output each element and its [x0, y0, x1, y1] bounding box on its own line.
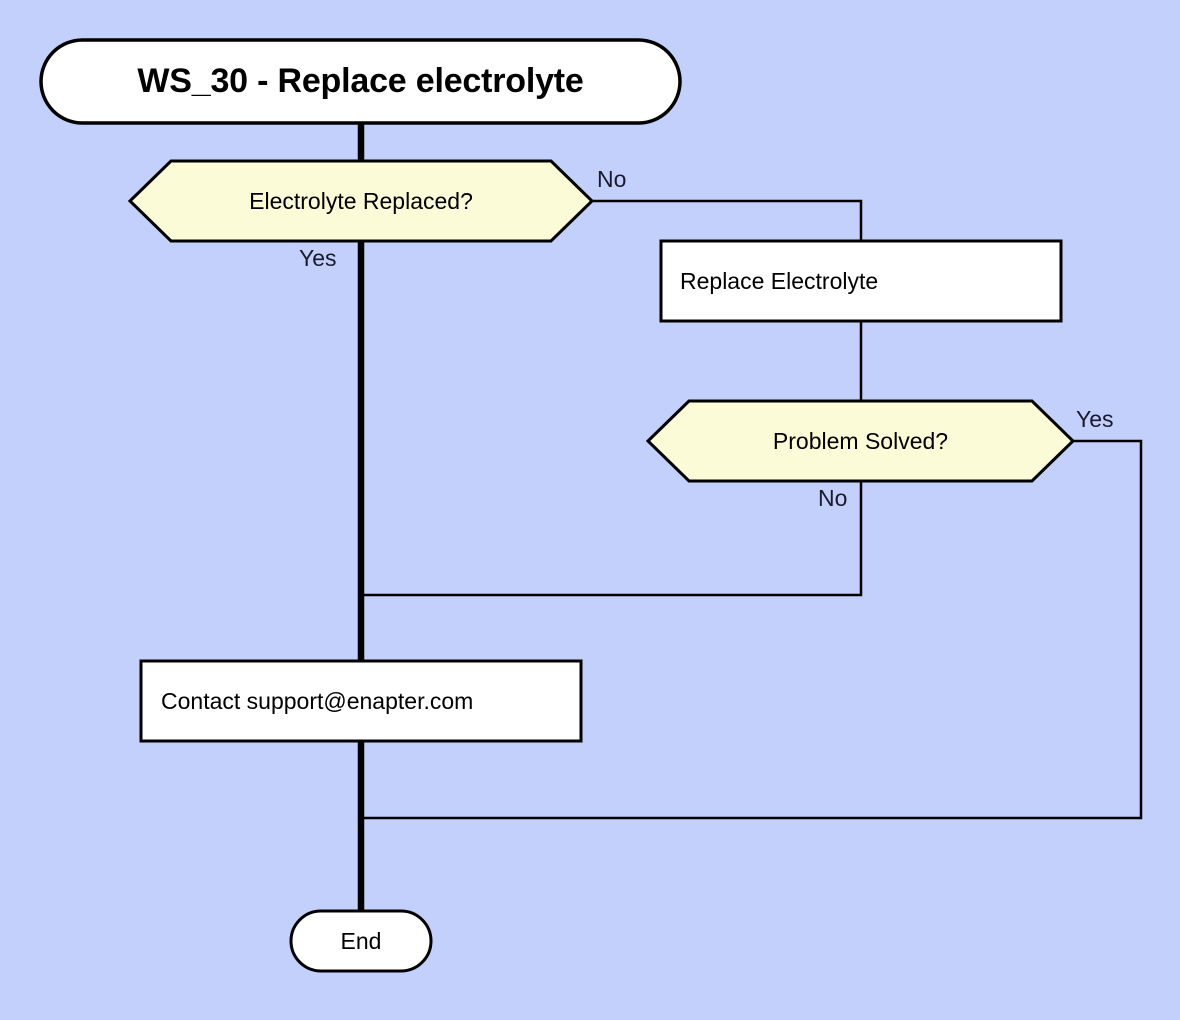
edge-solved-no	[361, 481, 863, 597]
edge-label-replaced-no: No	[597, 166, 627, 192]
edge-solved-yes	[361, 439, 1143, 820]
node-process-replace-shape	[659, 239, 1063, 323]
node-end-shape	[289, 909, 433, 973]
node-decision-replaced-shape	[127, 159, 595, 243]
node-process-contact-shape	[139, 659, 583, 743]
node-decision-solved-shape	[645, 399, 1076, 483]
edge-label-solved-no: No	[818, 485, 848, 511]
edge-replaced-no	[592, 199, 863, 241]
edge-label-solved-yes: Yes	[1076, 406, 1114, 432]
node-start-shape	[39, 38, 682, 125]
edge-label-replaced-yes: Yes	[299, 245, 337, 271]
